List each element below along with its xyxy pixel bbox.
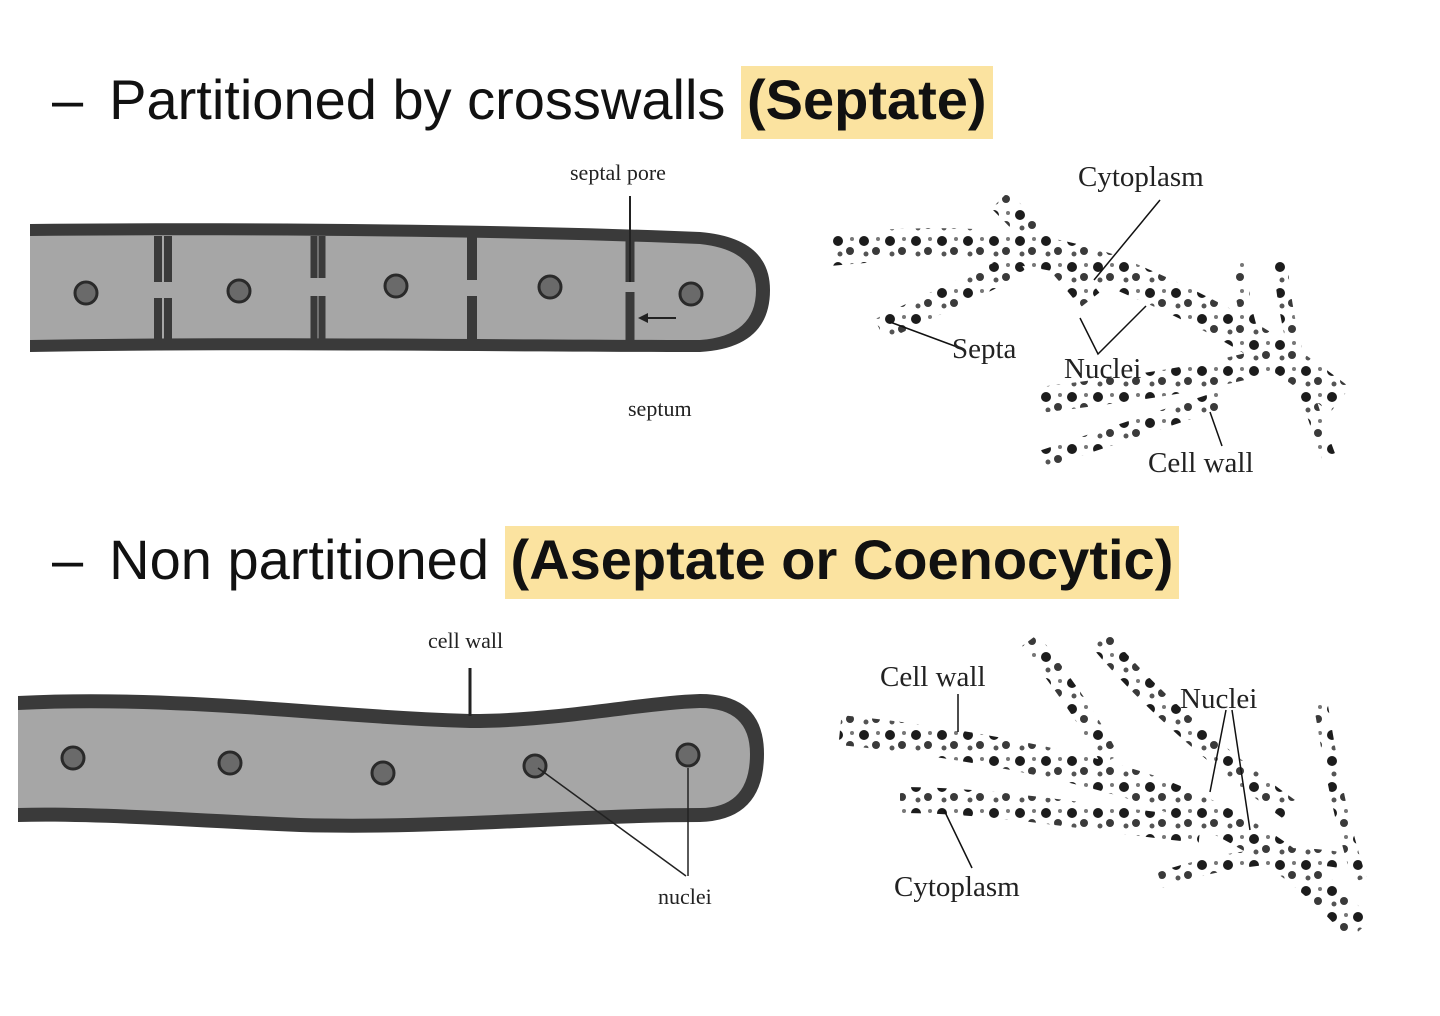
- septate-heading: –Partitioned by crosswalls (Septate): [52, 66, 993, 139]
- nuclei-label-top: Nuclei: [1064, 353, 1141, 385]
- aseptate-nuclei: [60, 742, 701, 786]
- bullet-dash: –: [52, 528, 84, 591]
- septate-heading-text: Partitioned by crosswalls: [109, 68, 726, 131]
- septal-pore-label: septal pore: [570, 160, 666, 185]
- septate-hypha: [30, 196, 770, 352]
- cell-wall-label-small: cell wall: [428, 628, 503, 653]
- aseptate-branching-sketch: [838, 632, 1372, 940]
- aseptate-term-highlight: (Aseptate or Coenocytic): [504, 526, 1180, 599]
- septate-nuclei: [73, 273, 704, 307]
- septate-term-highlight: (Septate): [740, 66, 993, 139]
- aseptate-term: Aseptate or Coenocytic: [529, 528, 1155, 591]
- cell-wall-label-bottom: Cell wall: [880, 661, 986, 693]
- nuclei-label-bottom: Nuclei: [1180, 683, 1257, 715]
- septate-term: Septate: [765, 68, 968, 131]
- cell-wall-label-top: Cell wall: [1148, 447, 1254, 479]
- cytoplasm-label-bottom: Cytoplasm: [894, 871, 1020, 903]
- septum-label: septum: [628, 396, 692, 421]
- nuclei-label-small: nuclei: [658, 884, 712, 909]
- septate-branching-sketch: [828, 191, 1350, 469]
- bullet-dash: –: [52, 68, 84, 131]
- aseptate-hypha: [18, 668, 764, 877]
- aseptate-heading: –Non partitioned (Aseptate or Coenocytic…: [52, 526, 1180, 599]
- cytoplasm-label-top: Cytoplasm: [1078, 161, 1204, 193]
- aseptate-heading-text: Non partitioned: [109, 528, 489, 591]
- septa-label: Septa: [952, 333, 1017, 365]
